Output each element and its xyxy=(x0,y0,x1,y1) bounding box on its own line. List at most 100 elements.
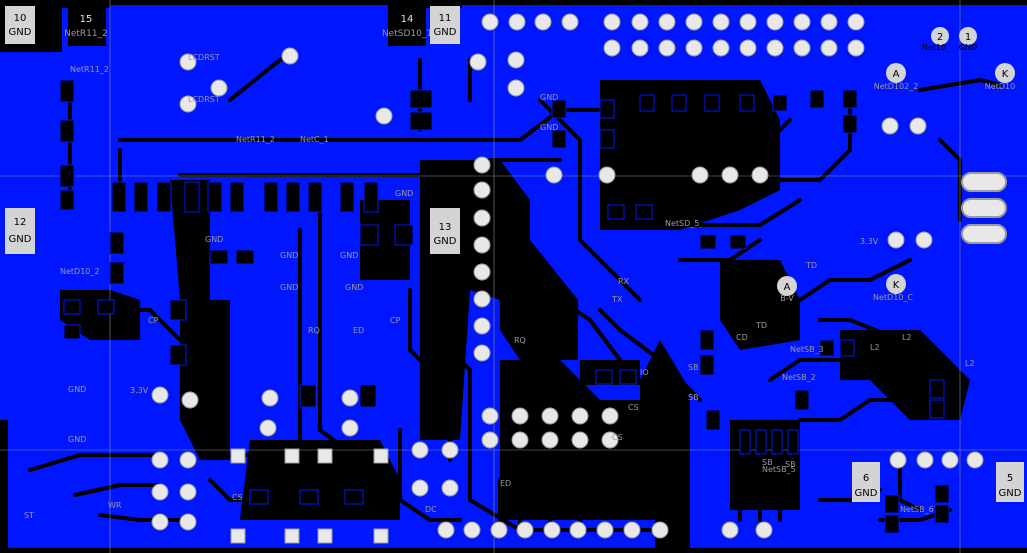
through-hole-pad xyxy=(508,13,526,31)
through-hole-pad xyxy=(658,39,676,57)
through-hole-pad xyxy=(151,483,169,501)
through-hole-pad xyxy=(261,389,279,407)
svg-text:NetR11_2: NetR11_2 xyxy=(64,29,108,39)
net-label: NetSB_5 xyxy=(762,465,796,474)
through-hole-pad xyxy=(623,521,641,539)
through-hole-pad xyxy=(341,419,359,437)
through-hole-pad xyxy=(847,13,865,31)
net-label: IO xyxy=(640,368,649,377)
through-hole-pad xyxy=(712,13,730,31)
square-pads xyxy=(230,448,389,544)
through-hole-pad xyxy=(473,181,491,199)
through-hole-pad xyxy=(915,231,933,249)
test-point-a1: A NetD102_2 xyxy=(874,63,919,91)
through-hole-pad xyxy=(603,39,621,57)
connector-13: 13 GND xyxy=(430,208,460,254)
net-label: GND xyxy=(68,385,86,394)
svg-text:6: 6 xyxy=(863,473,869,484)
net-label: NetC_1 xyxy=(300,135,329,144)
through-hole-pad xyxy=(793,13,811,31)
through-hole-pad xyxy=(909,117,927,135)
through-hole-pad xyxy=(739,13,757,31)
net-label: CS xyxy=(232,493,243,502)
through-hole-pad xyxy=(473,290,491,308)
through-hole-pad xyxy=(507,79,525,97)
net-label: GND xyxy=(345,283,363,292)
through-hole-pad xyxy=(569,521,587,539)
through-hole-pad xyxy=(881,117,899,135)
through-hole-pad xyxy=(820,13,838,31)
through-hole-pad xyxy=(481,431,499,449)
through-hole-pad xyxy=(601,431,619,449)
through-hole-pad xyxy=(571,431,589,449)
through-hole-pad xyxy=(441,479,459,497)
net-label: L2 xyxy=(870,343,880,352)
net-label: 3.3V xyxy=(130,386,149,395)
through-hole-pad xyxy=(481,407,499,425)
through-hole-pad xyxy=(766,39,784,57)
through-hole-pad xyxy=(375,107,393,125)
through-hole-pad xyxy=(793,39,811,57)
net-label: RQ xyxy=(514,336,526,345)
connector-labels: 10 GND 15 NetR11_2 14 NetSD10_1 11 GND 1… xyxy=(5,6,1024,502)
net-label: NetSB_3 xyxy=(790,345,824,354)
through-hole-pad xyxy=(151,386,169,404)
through-hole-pad xyxy=(651,521,669,539)
net-label: SB xyxy=(785,460,796,469)
through-hole-pad xyxy=(511,407,529,425)
connector-14: 14 NetSD10_1 xyxy=(382,8,432,46)
net-label: TD xyxy=(755,321,767,330)
traces xyxy=(28,53,1002,532)
net-label: NetR11_2 xyxy=(236,135,275,144)
through-hole-pad xyxy=(411,479,429,497)
through-hole-pad xyxy=(712,39,730,57)
svg-text:GND: GND xyxy=(434,236,457,247)
test-point-k1: K NetD10 xyxy=(985,63,1015,91)
net-label: GND xyxy=(340,251,358,260)
round-pads xyxy=(151,13,984,539)
through-hole-pad xyxy=(916,451,934,469)
net-label: NetR11_2 xyxy=(70,65,109,74)
net-label: ED xyxy=(353,326,364,335)
through-hole-pad xyxy=(966,451,984,469)
net-label: CS xyxy=(612,433,623,442)
connector-1: 1 GND xyxy=(959,27,977,52)
through-hole-pad xyxy=(179,483,197,501)
net-label: NetSD_5 xyxy=(665,219,699,228)
svg-text:NetD102_2: NetD102_2 xyxy=(874,82,919,91)
net-label: GND xyxy=(280,283,298,292)
through-hole-pad xyxy=(941,451,959,469)
through-hole-pad xyxy=(281,47,299,65)
through-hole-pad xyxy=(151,451,169,469)
through-hole-pad xyxy=(721,166,739,184)
through-hole-pad xyxy=(481,13,499,31)
svg-text:GND: GND xyxy=(855,488,878,499)
svg-text:NetD10: NetD10 xyxy=(985,82,1015,91)
through-hole-pad xyxy=(181,391,199,409)
through-hole-pad xyxy=(473,236,491,254)
through-hole-pad xyxy=(820,39,838,57)
net-label: CD xyxy=(736,333,748,342)
connector-12: 12 GND xyxy=(5,208,35,254)
through-hole-pad xyxy=(516,521,534,539)
through-hole-pad xyxy=(561,13,579,31)
svg-text:NetSD10_1: NetSD10_1 xyxy=(382,29,432,39)
connector-10: 10 GND xyxy=(5,6,35,44)
through-hole-pad xyxy=(685,39,703,57)
svg-text:1: 1 xyxy=(965,32,971,43)
through-hole-pad xyxy=(259,419,277,437)
svg-text:A: A xyxy=(893,69,900,80)
net-label: CP xyxy=(148,316,159,325)
connector-2: 2 Net10_ xyxy=(922,27,951,52)
svg-text:K: K xyxy=(893,280,900,291)
net-label: ED xyxy=(500,479,511,488)
through-hole-pad xyxy=(473,263,491,281)
through-hole-pad xyxy=(341,389,359,407)
through-hole-pad xyxy=(755,521,773,539)
through-hole-pad xyxy=(437,521,455,539)
through-hole-pad xyxy=(473,317,491,335)
through-hole-pad xyxy=(889,451,907,469)
